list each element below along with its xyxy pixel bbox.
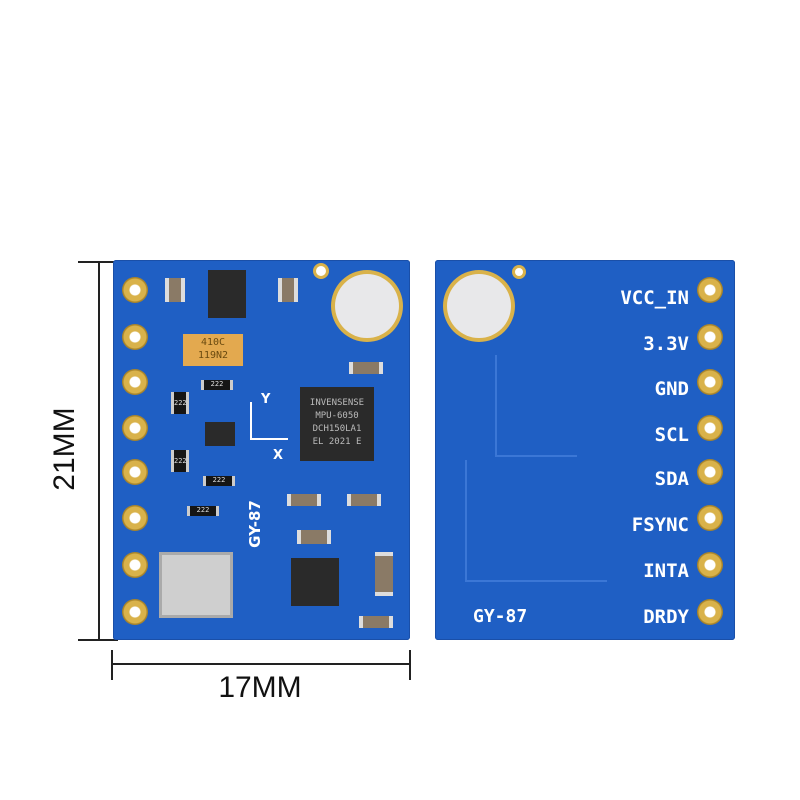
board-name-label: GY-87: [245, 500, 264, 548]
front-pin: [122, 324, 148, 350]
capacitor: [165, 278, 185, 302]
capacitor: [375, 552, 393, 596]
width-dimension-tick-left: [111, 650, 113, 680]
pin-label-fsync: FSYNC: [631, 514, 689, 536]
capacitor: [347, 494, 381, 506]
width-dimension-tick-right: [409, 650, 411, 680]
capacitor: [359, 616, 393, 628]
y-axis-label: Y: [261, 392, 271, 407]
back-pin: [697, 277, 723, 303]
back-pin: [697, 324, 723, 350]
front-pin: [122, 505, 148, 531]
via-pad: [515, 268, 523, 276]
front-pin: [122, 369, 148, 395]
pin-label-scl: SCL: [654, 424, 689, 446]
back-board: VCC_IN 3.3V GND SCL SDA FSYNC INTA DRDY …: [435, 260, 735, 640]
front-pin: [122, 277, 148, 303]
pin-label-inta: INTA: [643, 560, 689, 582]
back-pin: [697, 505, 723, 531]
back-pin: [697, 599, 723, 625]
via-pad: [316, 266, 326, 276]
x-axis-label: X: [273, 448, 284, 463]
front-pin: [122, 599, 148, 625]
chip-marking: INVENSENSE: [309, 398, 365, 408]
capacitor: [297, 530, 331, 544]
front-pin: [122, 415, 148, 441]
chip-marking: MPU-6050: [315, 411, 359, 421]
y-arrow: [250, 402, 252, 440]
resistor: 222: [201, 380, 233, 390]
chip-marking: EL 2021 E: [312, 437, 362, 447]
magnetometer-chip: [291, 558, 339, 606]
back-pin: [697, 459, 723, 485]
trace: [465, 460, 607, 582]
back-pin: [697, 415, 723, 441]
chip-marking: DCH150LA1: [312, 424, 362, 434]
front-board: 410C 119N2 222 222 222 222 222 Y X INVEN…: [113, 260, 410, 640]
front-pin: [122, 459, 148, 485]
capacitor: [278, 278, 298, 302]
pin-label-drdy: DRDY: [643, 606, 689, 628]
cap-marking: 410C: [200, 337, 226, 348]
resistor: 222: [187, 506, 219, 516]
pin-label-3v3: 3.3V: [643, 333, 689, 355]
width-dimension-line: [112, 663, 410, 665]
back-pin: [697, 552, 723, 578]
pin-label-sda: SDA: [654, 468, 689, 490]
small-ic: [205, 422, 235, 446]
front-pin: [122, 552, 148, 578]
height-dimension-tick-bottom: [78, 639, 118, 641]
cap-marking: 119N2: [197, 350, 229, 361]
height-dimension-tick-top: [78, 261, 118, 263]
capacitor: [287, 494, 321, 506]
tantalum-capacitor: 410C 119N2: [183, 334, 243, 366]
regulator-chip: [208, 270, 246, 318]
resistor: 222: [171, 450, 189, 472]
mpu6050-chip: INVENSENSE MPU-6050 DCH150LA1 EL 2021 E: [300, 387, 374, 461]
mounting-hole: [447, 274, 511, 338]
pin-label-vcc-in: VCC_IN: [620, 287, 689, 309]
resistor: 222: [171, 392, 189, 414]
height-dimension-label: 21MM: [48, 407, 81, 491]
x-arrow: [250, 438, 288, 440]
back-pin: [697, 369, 723, 395]
trace: [495, 355, 577, 457]
pin-label-gnd: GND: [654, 378, 689, 400]
mounting-hole: [335, 274, 399, 338]
capacitor: [349, 362, 383, 374]
height-dimension-line: [98, 262, 100, 640]
resistor: 222: [203, 476, 235, 486]
width-dimension-label: 17MM: [218, 671, 302, 704]
board-name-label: GY-87: [473, 606, 528, 627]
barometer-chip: [159, 552, 233, 618]
